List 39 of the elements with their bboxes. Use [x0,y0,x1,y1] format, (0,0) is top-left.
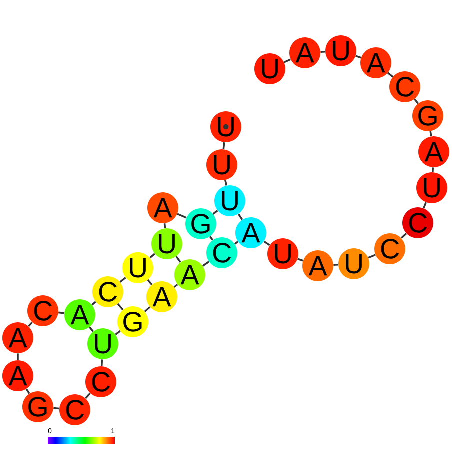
backbone-line [400,233,408,239]
backbone-line [430,131,432,137]
base-pair-line [147,280,153,286]
backbone-line [432,168,434,172]
backbone-line [92,301,96,306]
backbone-line [224,180,228,186]
backbone-line [414,98,419,104]
backbone-line [100,360,104,366]
backbone-line [177,213,187,219]
backbone-line [120,277,126,283]
base-pair-line [89,326,94,332]
base-pair-line [176,256,182,263]
backbone-line [150,253,156,259]
backbone-line [58,312,64,314]
backbone-line [423,202,428,209]
backbone-line [28,322,33,328]
backbone-line [115,330,121,336]
base-pair-line [117,303,124,311]
backbone-line [298,258,304,262]
base-pair-line [209,236,214,241]
backbone-line [234,241,239,245]
backbone-line [17,354,19,360]
backbone-line [356,55,362,59]
backbone-line [26,388,30,394]
backbone-line [264,240,270,246]
backbone-line [144,306,151,312]
backbone-line [222,142,226,150]
backbone-line [164,224,166,228]
backbone-line [368,254,376,259]
backbone-line [174,284,178,288]
backbone-line [334,264,338,266]
base-pair-line [238,214,244,220]
backbone-line [320,50,326,54]
backbone-line [388,72,394,78]
backbone-line [284,58,292,64]
backbone-line [85,392,91,400]
backbone-line [212,210,218,215]
backbone-line [202,261,210,267]
backbone-line [54,407,60,410]
